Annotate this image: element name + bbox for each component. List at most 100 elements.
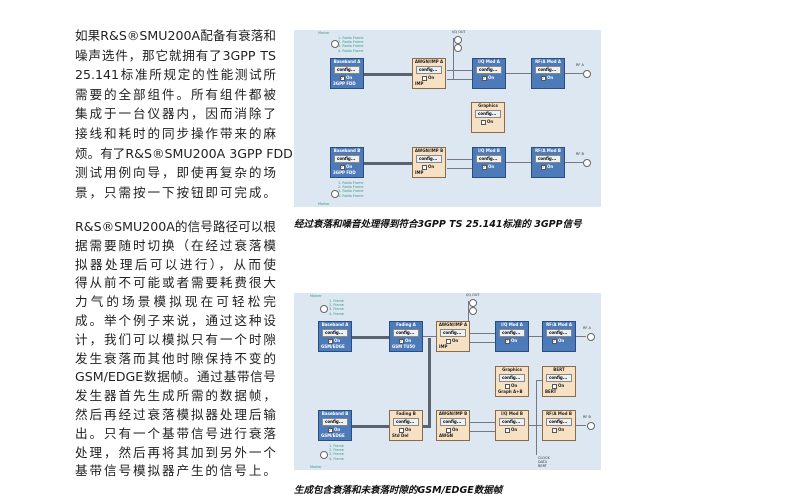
checkbox-icon[interactable] xyxy=(399,427,404,433)
on-checkbox[interactable]: ✓On xyxy=(541,164,564,170)
checkbox-icon[interactable]: ✓ xyxy=(399,338,404,344)
checkbox-icon[interactable] xyxy=(505,427,510,433)
on-checkbox[interactable]: On xyxy=(399,427,422,433)
on-label: On xyxy=(452,338,459,343)
config-button[interactable]: config... xyxy=(546,329,572,337)
connection-line xyxy=(352,425,389,428)
config-button[interactable]: config... xyxy=(416,66,442,74)
on-label: On xyxy=(487,119,494,124)
on-checkbox[interactable]: On xyxy=(552,427,575,433)
on-checkbox[interactable]: On xyxy=(505,427,528,433)
text-line: GSM/EDGE数据帧。通过基带信号 xyxy=(75,369,276,385)
block-title: Graphics xyxy=(478,103,498,108)
config-button[interactable]: config... xyxy=(535,155,561,163)
checkbox-icon[interactable]: ✓ xyxy=(340,164,345,170)
config-button[interactable]: config... xyxy=(334,66,360,74)
config-button[interactable]: config... xyxy=(475,110,501,118)
checkbox-icon[interactable] xyxy=(481,119,486,125)
checkbox-icon[interactable] xyxy=(446,338,451,344)
on-label: On xyxy=(334,427,341,432)
config-button[interactable]: config... xyxy=(535,66,561,74)
on-checkbox[interactable]: On xyxy=(446,338,469,344)
checkbox-icon[interactable]: ✓ xyxy=(328,427,333,433)
on-label: On xyxy=(488,75,495,80)
config-button[interactable]: config... xyxy=(499,418,525,426)
on-checkbox[interactable]: ✓On xyxy=(482,75,505,81)
checkbox-icon[interactable]: ✓ xyxy=(541,75,546,81)
on-checkbox[interactable]: On xyxy=(446,427,469,433)
checkbox-icon[interactable]: ✓ xyxy=(552,338,557,344)
block-setting: BERT xyxy=(545,389,557,394)
checkbox-icon[interactable] xyxy=(505,383,510,389)
text-line: 如果R&S®SMU200A配备有衰落和 xyxy=(75,28,276,43)
config-button[interactable]: config... xyxy=(440,418,466,426)
config-button[interactable]: config... xyxy=(499,374,525,382)
marker-item: 3. Frame xyxy=(329,452,344,457)
on-label: On xyxy=(428,164,435,169)
on-checkbox[interactable]: On xyxy=(422,75,445,81)
checkbox-icon[interactable] xyxy=(552,383,557,389)
config-button[interactable]: config... xyxy=(322,329,348,337)
marker-label: Marker xyxy=(310,294,322,298)
config-button[interactable]: config... xyxy=(546,374,572,382)
checkbox-icon[interactable]: ✓ xyxy=(482,75,487,81)
config-button[interactable]: config... xyxy=(334,155,360,163)
checkbox-icon[interactable] xyxy=(446,427,451,433)
config-button[interactable]: config... xyxy=(322,418,348,426)
checkbox-icon[interactable]: ✓ xyxy=(505,338,510,344)
on-checkbox[interactable]: On xyxy=(422,164,445,170)
checkbox-icon[interactable] xyxy=(422,164,427,170)
block-graphics[interactable]: Graphics config...On xyxy=(471,102,505,133)
checkbox-icon[interactable]: ✓ xyxy=(328,338,333,344)
on-checkbox[interactable]: ✓On xyxy=(505,338,528,344)
block-setting xyxy=(496,344,528,350)
on-checkbox[interactable]: ✓On xyxy=(541,75,564,81)
config-button[interactable]: config... xyxy=(416,155,442,163)
on-checkbox[interactable]: ✓On xyxy=(552,338,575,344)
config-button[interactable]: config... xyxy=(499,329,525,337)
config-button[interactable]: config... xyxy=(393,329,419,337)
text-line: 据需要随时切换（在经过衰落模 xyxy=(75,237,276,253)
on-checkbox[interactable]: ✓On xyxy=(328,338,351,344)
config-button[interactable]: config... xyxy=(476,155,502,163)
config-button[interactable]: config... xyxy=(476,66,502,74)
on-label: On xyxy=(511,383,518,388)
on-checkbox[interactable]: ✓On xyxy=(340,164,363,170)
on-checkbox[interactable]: ✓On xyxy=(482,164,505,170)
on-checkbox[interactable]: ✓On xyxy=(340,75,363,81)
on-checkbox[interactable]: ✓On xyxy=(399,338,422,344)
on-checkbox[interactable]: On xyxy=(505,383,528,389)
config-button[interactable]: config... xyxy=(440,329,466,337)
checkbox-icon[interactable]: ✓ xyxy=(340,75,345,81)
checkbox-icon[interactable] xyxy=(552,427,557,433)
config-button[interactable]: config... xyxy=(393,418,419,426)
on-checkbox[interactable]: On xyxy=(552,383,575,389)
checkbox-icon[interactable] xyxy=(422,75,427,81)
checkbox-icon[interactable]: ✓ xyxy=(482,164,487,170)
config-button[interactable]: config... xyxy=(546,418,572,426)
on-checkbox[interactable]: On xyxy=(481,119,504,125)
block-setting xyxy=(532,81,564,87)
checkbox-icon[interactable]: ✓ xyxy=(541,164,546,170)
on-checkbox[interactable]: ✓On xyxy=(328,427,351,433)
